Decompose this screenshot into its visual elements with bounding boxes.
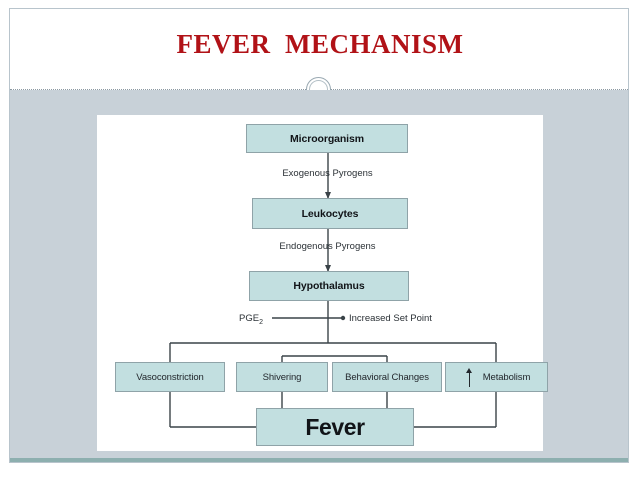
figure-panel: Microorganism Leukocytes Hypothalamus Va…	[97, 115, 548, 451]
slide-body: Microorganism Leukocytes Hypothalamus Va…	[10, 90, 628, 451]
page-title: FEVER MECHANISM	[176, 29, 464, 59]
title-zone: FEVER MECHANISM	[10, 9, 628, 89]
node-behavioral-changes: Behavioral Changes	[332, 362, 442, 392]
node-microorganism: Microorganism	[246, 124, 408, 153]
edge-label-increased-set-point: Increased Set Point	[349, 313, 432, 324]
node-fever: Fever	[256, 408, 414, 446]
edge-label-exogenous-pyrogens: Exogenous Pyrogens	[282, 168, 373, 179]
edge-label-pge2: PGE2	[239, 313, 263, 326]
node-vasoconstriction: Vasoconstriction	[115, 362, 225, 392]
slide-inner-frame: FEVER MECHANISM	[9, 8, 629, 463]
fever-mechanism-diagram: Microorganism Leukocytes Hypothalamus Va…	[97, 115, 548, 451]
node-metabolism-label: Metabolism	[482, 371, 531, 383]
footer-accent-bar	[10, 458, 628, 462]
up-arrow-icon	[465, 367, 474, 387]
node-leukocytes: Leukocytes	[252, 198, 408, 229]
node-shivering: Shivering	[236, 362, 328, 392]
diagram-connectors	[169, 153, 497, 428]
node-hypothalamus: Hypothalamus	[249, 271, 409, 301]
edge-label-endogenous-pyrogens: Endogenous Pyrogens	[279, 241, 376, 252]
pge2-subscript: 2	[259, 318, 263, 326]
footer-spacer	[10, 451, 628, 458]
node-metabolism: Metabolism	[445, 362, 548, 392]
metabolism-content: Metabolism	[463, 367, 531, 387]
pge2-text: PGE	[239, 313, 260, 324]
